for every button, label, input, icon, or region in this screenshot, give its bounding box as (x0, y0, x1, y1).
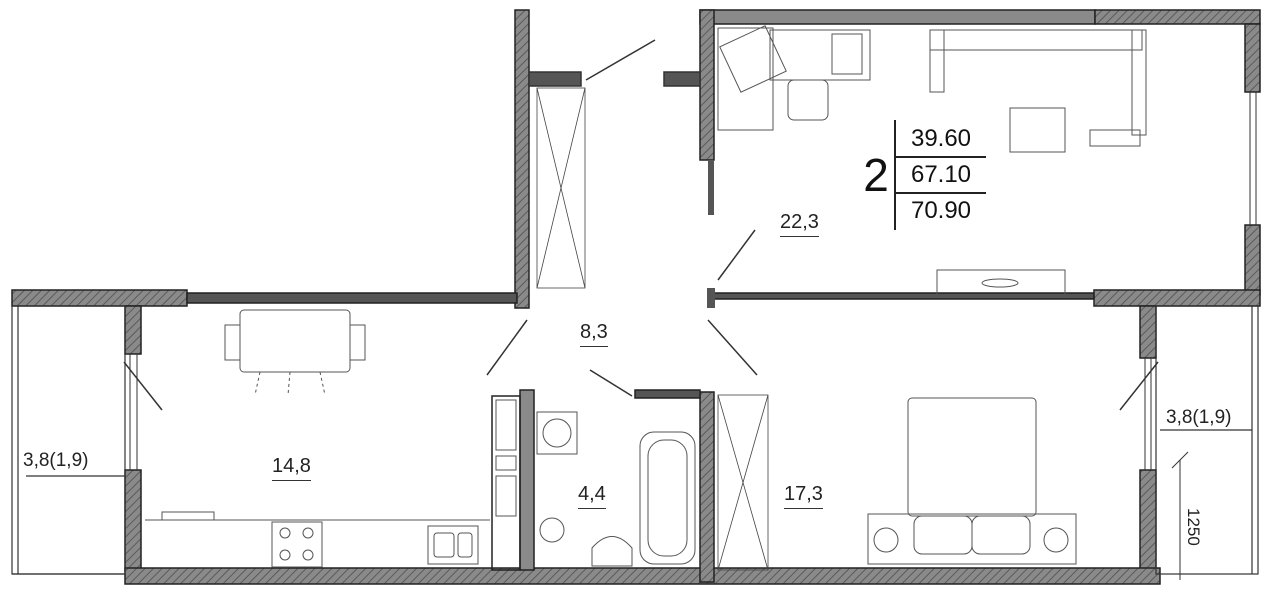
cabinet (769, 29, 871, 81)
total-area: 67.10 (896, 158, 986, 194)
wall-bedroom-right-upper (1139, 305, 1157, 359)
wall-kitchen-top-left (11, 289, 188, 307)
dimension-line (1171, 451, 1189, 580)
living-room-door (717, 229, 756, 281)
sofa-end (1089, 129, 1141, 147)
sofa-arm-left (929, 29, 945, 93)
wall-bedroom-top-right (1093, 289, 1261, 307)
wall-kitchen-top (186, 292, 518, 304)
area-summary: 2 39.60 67.10 70.90 (858, 120, 990, 230)
desk (717, 27, 774, 131)
rooms-count: 2 (858, 120, 896, 230)
wall-right-upper (1244, 23, 1261, 93)
balcony-door-right (1119, 361, 1159, 411)
tv-stand (831, 33, 863, 75)
service-shaft (491, 395, 521, 571)
wall-bathroom-top (634, 389, 701, 399)
nightstand-right (1043, 527, 1069, 553)
wall-living-bedroom (713, 292, 1095, 300)
wall-corridor-left (514, 9, 530, 309)
wall-bedroom-right-lower (1139, 469, 1157, 571)
bed (907, 397, 1037, 517)
door-jamb-right (663, 71, 701, 87)
toilet (539, 517, 565, 543)
room-label-bathroom: 4,4 (578, 484, 606, 509)
balcony-right-frame (1155, 305, 1259, 575)
living-room-furniture (717, 25, 1147, 296)
kitchen-door (486, 319, 528, 376)
armchair (719, 25, 787, 93)
wall-top-living (699, 9, 1096, 25)
wall-living-left (699, 9, 715, 161)
wall-bathroom-left (519, 389, 535, 571)
kitchen-sink (427, 525, 479, 565)
doors (123, 39, 1257, 470)
wall-bathroom-right (699, 391, 715, 583)
walls (11, 9, 1261, 585)
room-label-living: 22,3 (780, 212, 819, 237)
wall-kitchen-left-lower (124, 469, 142, 571)
total-area-with-balconies: 70.90 (910, 197, 972, 224)
pillow-left (913, 515, 973, 555)
living-area: 39.60 (896, 122, 986, 158)
bathtub (639, 431, 696, 565)
room-label-hall: 8,3 (580, 322, 608, 347)
balcony-left-frame (11, 305, 126, 575)
entrance-door (585, 39, 656, 81)
nightstand-left (873, 527, 899, 553)
wardrobe-hall (536, 87, 586, 289)
stove (271, 521, 323, 568)
pillow-right (971, 515, 1031, 555)
dining-chair-left (224, 324, 241, 361)
dining-table (239, 309, 351, 373)
sofa-back (929, 29, 1143, 51)
tv-unit (936, 269, 1066, 296)
wall-right-lower (1244, 224, 1261, 296)
dining-chair-right (349, 324, 366, 361)
room-label-kitchen: 14,8 (272, 456, 311, 481)
door-jamb-left (528, 71, 582, 87)
coffee-table (1009, 107, 1066, 153)
dimension-label: 1250 (1184, 508, 1203, 546)
wall-bottom (124, 567, 1161, 585)
sofa-arm-right (1131, 29, 1147, 136)
wardrobe-bedroom (717, 394, 769, 571)
bathroom-door (589, 369, 633, 397)
bedroom-furniture (867, 397, 1077, 565)
bed-headboard (867, 513, 1077, 565)
chair (787, 79, 829, 121)
wall-kitchen-left-upper (124, 305, 142, 355)
balcony-frames (11, 305, 1259, 575)
balcony-label-right: 3,8(1,9) (1166, 407, 1232, 428)
wardrobes (536, 87, 769, 571)
kitchen-furniture (145, 309, 490, 568)
room-label-bedroom: 17,3 (784, 484, 823, 509)
balcony-label-left: 3,8(1,9) (23, 450, 89, 471)
bathroom-fixtures (491, 395, 696, 571)
washbasin (591, 536, 633, 567)
bedroom-door (707, 319, 758, 376)
washing-machine (536, 411, 578, 455)
wall-top-right (1094, 9, 1261, 25)
